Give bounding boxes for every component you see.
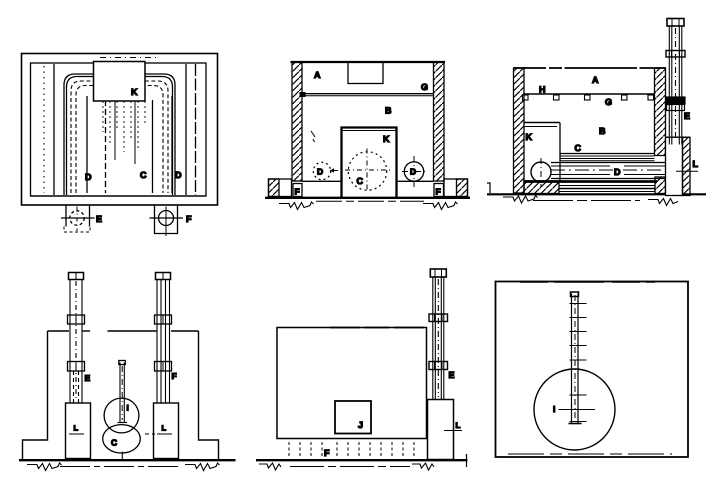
svg-text:C: C — [357, 176, 364, 186]
svg-text:F: F — [186, 214, 192, 224]
svg-text:L: L — [693, 159, 699, 169]
svg-text:J: J — [358, 420, 363, 430]
svg-text:I: I — [127, 404, 129, 413]
svg-text:I: I — [553, 404, 555, 414]
svg-text:F: F — [295, 187, 300, 197]
svg-text:A: A — [592, 75, 599, 85]
svg-text:D: D — [614, 167, 621, 177]
svg-text:G: G — [421, 82, 428, 92]
svg-text:E: E — [96, 214, 102, 224]
svg-text:D: D — [317, 167, 323, 177]
svg-text:D: D — [410, 167, 416, 177]
svg-text:H: H — [539, 85, 546, 95]
svg-text:L: L — [162, 424, 167, 433]
svg-text:D: D — [175, 170, 182, 180]
svg-text:E: E — [85, 373, 91, 383]
svg-text:A: A — [314, 70, 321, 80]
svg-text:K: K — [383, 134, 390, 144]
svg-text:B: B — [599, 126, 606, 136]
svg-text:L: L — [74, 424, 79, 433]
svg-text:F: F — [172, 371, 177, 381]
svg-text:K: K — [526, 132, 533, 142]
svg-text:C: C — [575, 143, 582, 153]
svg-text:E: E — [684, 111, 690, 121]
svg-text:F: F — [324, 448, 330, 458]
svg-text:C: C — [140, 170, 147, 180]
svg-text:E: E — [449, 370, 455, 380]
svg-text:B: B — [385, 106, 392, 116]
svg-text:D: D — [85, 172, 92, 182]
svg-text:G: G — [605, 97, 612, 107]
svg-text:L: L — [456, 421, 461, 430]
svg-text:C: C — [111, 438, 117, 448]
svg-text:F: F — [436, 187, 441, 197]
svg-text:K: K — [131, 87, 138, 97]
